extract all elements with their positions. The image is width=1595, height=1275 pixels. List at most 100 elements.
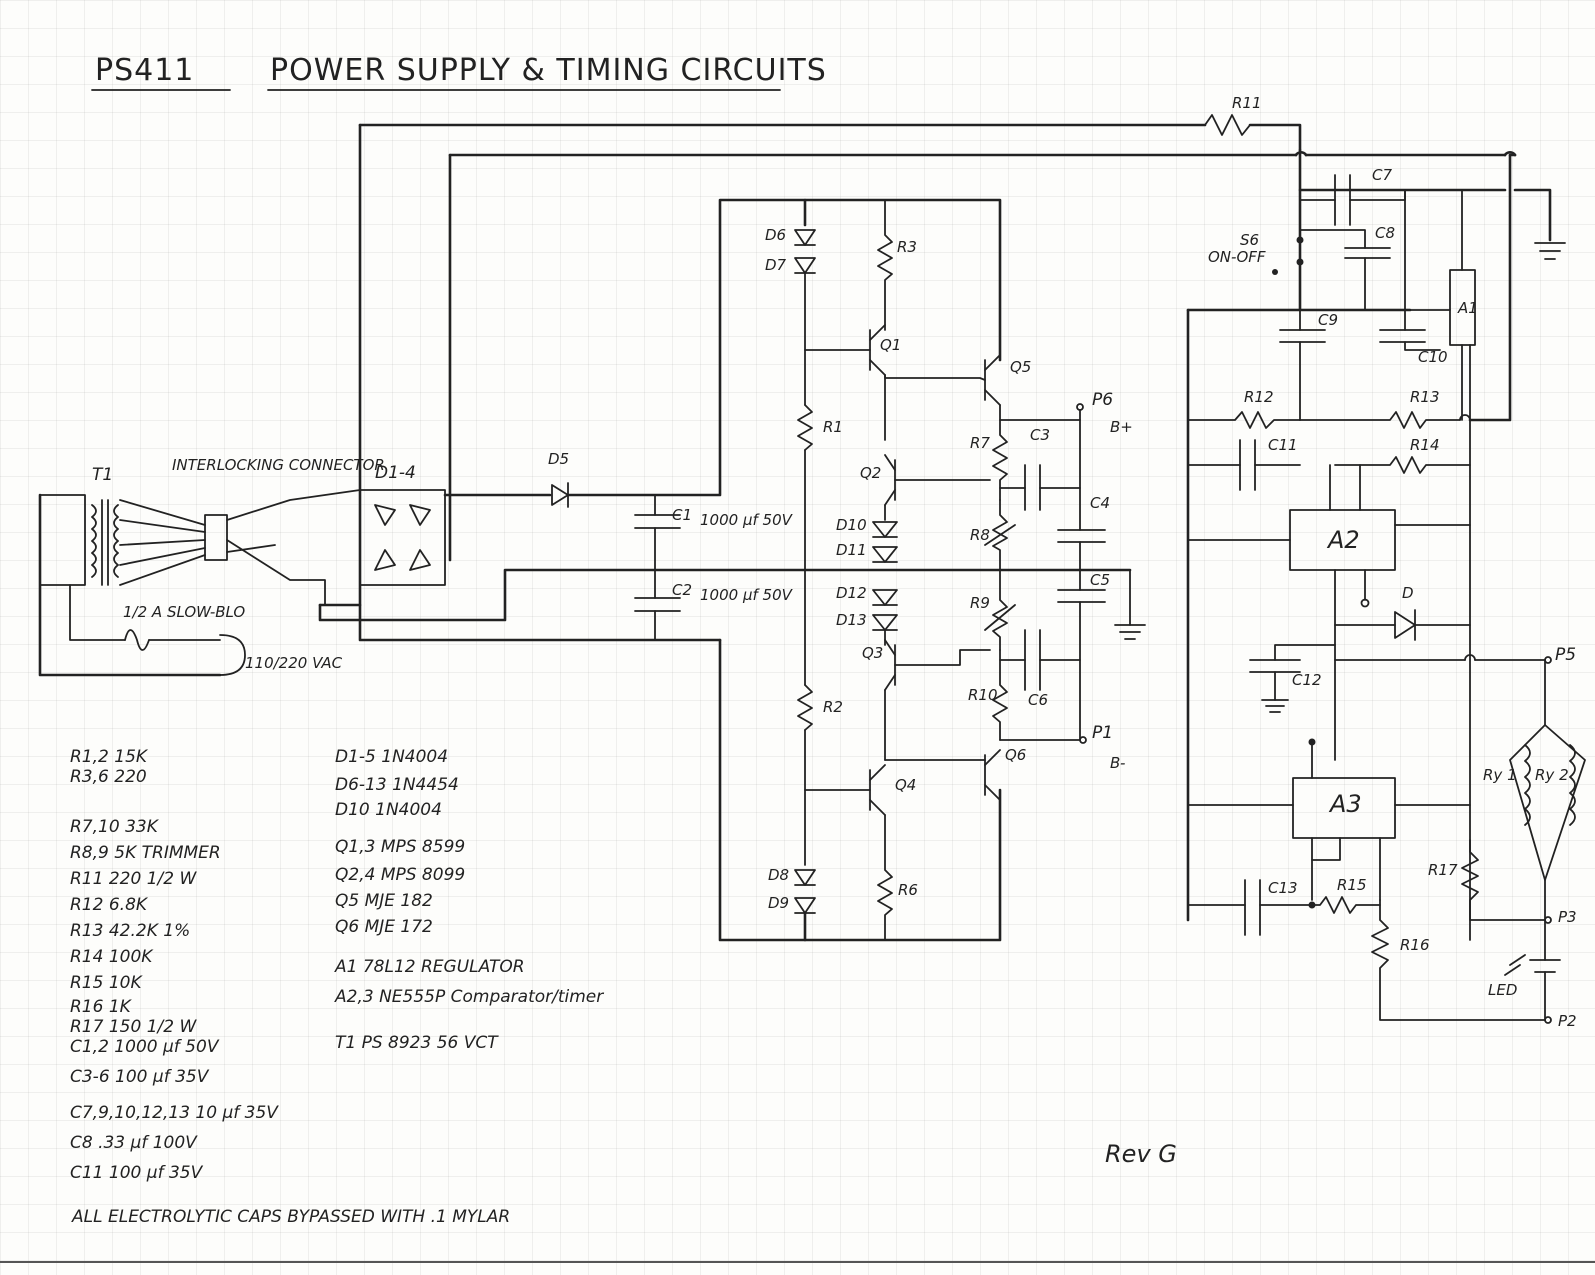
parts-row: R7,10 33K xyxy=(70,817,160,837)
r11-resistor xyxy=(1204,114,1251,136)
a2-label: A2 xyxy=(1326,526,1360,554)
parts-row: R16 1K xyxy=(70,997,133,1017)
d6-label: D6 xyxy=(765,226,786,244)
parts-row: R11 220 1/2 W xyxy=(70,869,197,889)
parts-list-left: R1,2 15K R3,6 220 R7,10 33K R8,9 5K TRIM… xyxy=(70,747,279,1183)
c12-label: C12 xyxy=(1292,671,1322,689)
r9-label: R9 xyxy=(970,594,990,612)
q3-label: Q3 xyxy=(862,644,883,662)
r1-label: R1 xyxy=(823,418,843,436)
connector-label: INTERLOCKING CONNECTOR xyxy=(172,456,385,474)
parts-row: D10 1N4004 xyxy=(335,800,442,820)
parts-row: Q1,3 MPS 8599 xyxy=(335,837,465,857)
parts-row: R14 100K xyxy=(70,947,154,967)
r3-label: R3 xyxy=(897,238,917,256)
q6-label: Q6 xyxy=(1005,746,1026,764)
parts-row: R8,9 5K TRIMMER xyxy=(70,843,221,863)
title-text: POWER SUPPLY & TIMING CIRCUITS xyxy=(270,53,827,88)
parts-row: R17 150 1/2 W xyxy=(70,1017,197,1037)
r11-label: R11 xyxy=(1232,94,1262,112)
c5-label: C5 xyxy=(1090,571,1110,589)
d5-label: D5 xyxy=(548,450,569,468)
led-label: LED xyxy=(1488,981,1517,999)
parts-row: C8 .33 µf 100V xyxy=(70,1133,198,1153)
transformer-section xyxy=(38,198,1146,677)
port-p1-note: B- xyxy=(1110,754,1125,772)
parts-list-right: D1-5 1N4004 D6-13 1N4454 D10 1N4004 Q1,3… xyxy=(334,747,604,1053)
bridge-label: D1-4 xyxy=(375,463,416,483)
c2-value: 1000 µf 50V xyxy=(700,586,794,604)
a3-label: A3 xyxy=(1328,790,1362,818)
parts-row: A2,3 NE555P Comparator/timer xyxy=(334,987,604,1007)
ry2-label: Ry 2 xyxy=(1535,766,1569,784)
ry1-label: Ry 1 xyxy=(1483,766,1517,784)
r12-label: R12 xyxy=(1244,388,1274,406)
switch-note: ON-OFF xyxy=(1208,248,1266,266)
parts-row: R13 42.2K 1% xyxy=(70,921,190,941)
port-p6-note: B+ xyxy=(1110,418,1133,436)
r13-label: R13 xyxy=(1410,388,1440,406)
r8-label: R8 xyxy=(970,526,990,544)
q5-label: Q5 xyxy=(1010,358,1031,376)
parts-row: Q2,4 MPS 8099 xyxy=(335,865,465,885)
c1-value: 1000 µf 50V xyxy=(700,511,794,529)
c1-label: C1 xyxy=(672,506,692,524)
c3-label: C3 xyxy=(1030,426,1050,444)
r17-label: R17 xyxy=(1428,861,1458,879)
c7-label: C7 xyxy=(1372,166,1392,184)
r14-label: R14 xyxy=(1410,436,1440,454)
title-model: PS411 xyxy=(95,53,194,88)
parts-row: R12 6.8K xyxy=(70,895,149,915)
d9-label: D9 xyxy=(768,894,789,912)
d7-label: D7 xyxy=(765,256,787,274)
q4-label: Q4 xyxy=(895,776,916,794)
parts-row: D1-5 1N4004 xyxy=(335,747,448,767)
d8-label: D8 xyxy=(768,866,789,884)
t1-label: T1 xyxy=(92,465,113,485)
c10-label: C10 xyxy=(1418,348,1448,366)
c9-label: C9 xyxy=(1318,311,1338,329)
parts-row: R1,2 15K xyxy=(70,747,149,767)
r10-label: R10 xyxy=(968,686,998,704)
port-p2-label: P2 xyxy=(1558,1012,1577,1030)
parts-row: R15 10K xyxy=(70,973,143,993)
port-p3-label: P3 xyxy=(1558,908,1577,926)
parts-row: R3,6 220 xyxy=(70,767,147,787)
parts-row: D6-13 1N4454 xyxy=(335,775,459,795)
parts-row: C3-6 100 µf 35V xyxy=(70,1067,210,1087)
top-rails xyxy=(318,123,1517,607)
parts-row: T1 PS 8923 56 VCT xyxy=(335,1033,499,1053)
c13-label: C13 xyxy=(1268,879,1298,897)
r16-label: R16 xyxy=(1400,936,1430,954)
parts-row: C7,9,10,12,13 10 µf 35V xyxy=(70,1103,279,1123)
transistor-section xyxy=(718,198,1106,942)
r15-label: R15 xyxy=(1337,876,1367,894)
r7-label: R7 xyxy=(970,434,990,452)
port-p5-label: P5 xyxy=(1555,645,1576,665)
r6-label: R6 xyxy=(898,881,918,899)
regulator-section xyxy=(1186,148,1586,1024)
d13-label: D13 xyxy=(836,611,867,629)
c11-label: C11 xyxy=(1268,436,1298,454)
d11-label: D11 xyxy=(836,541,867,559)
parts-row: C1,2 1000 µf 50V xyxy=(70,1037,220,1057)
d10-label: D10 xyxy=(836,516,867,534)
diode-d-label: D xyxy=(1402,584,1414,602)
parts-row: A1 78L12 REGULATOR xyxy=(334,957,525,977)
d12-label: D12 xyxy=(836,584,867,602)
port-p1-label: P1 xyxy=(1092,723,1113,743)
c6-label: C6 xyxy=(1028,691,1048,709)
ac-input-label: 110/220 VAC xyxy=(245,654,343,672)
fuse-label: 1/2 A SLOW-BLO xyxy=(123,603,245,621)
a1-label: A1 xyxy=(1457,299,1478,317)
c4-label: C4 xyxy=(1090,494,1110,512)
parts-row: C11 100 µf 35V xyxy=(70,1163,204,1183)
switch-s6-label: S6 xyxy=(1240,231,1259,249)
footnote: ALL ELECTROLYTIC CAPS BYPASSED WITH .1 M… xyxy=(71,1207,510,1227)
parts-row: Q6 MJE 172 xyxy=(335,917,433,937)
q1-label: Q1 xyxy=(880,336,901,354)
parts-row: Q5 MJE 182 xyxy=(335,891,433,911)
revision-label: Rev G xyxy=(1105,1140,1177,1168)
